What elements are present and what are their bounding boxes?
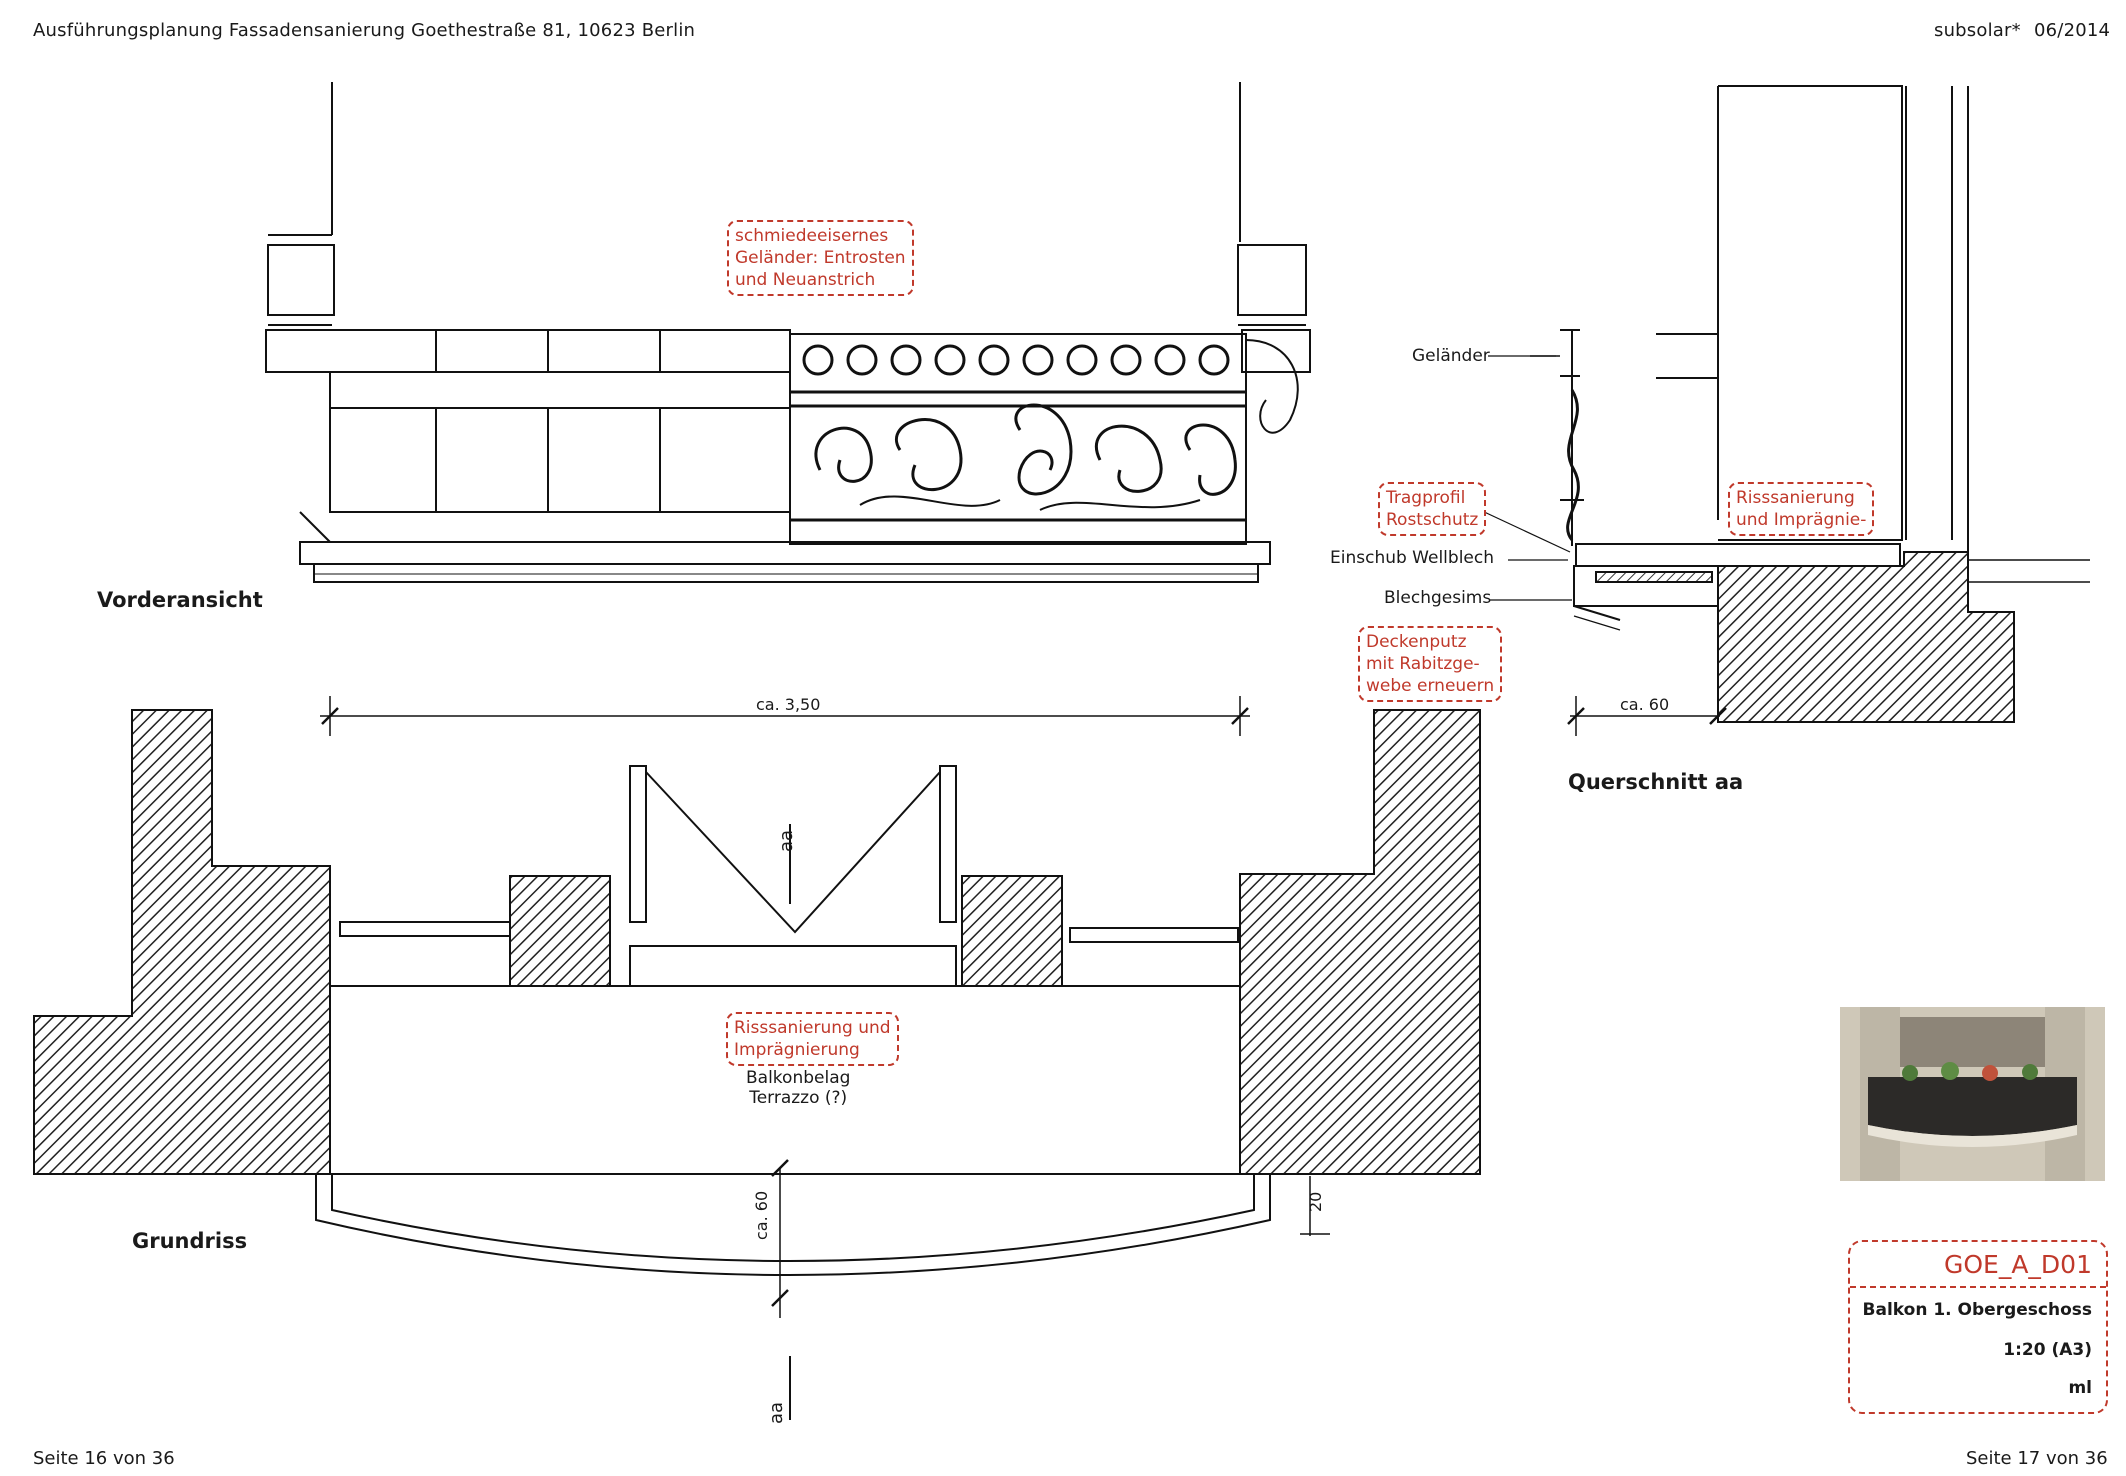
dimension-width-text: ca. 3,50 bbox=[756, 695, 821, 714]
note-railing-line-2: Geländer: Entrosten bbox=[735, 248, 906, 268]
drawing-name: Balkon 1. Obergeschoss bbox=[1862, 1300, 2092, 1320]
note-profile: Tragprofil Rostschutz bbox=[1378, 482, 1487, 536]
note-railing: schmiedeeisernes Geländer: Entrosten und… bbox=[727, 220, 914, 296]
view-title-section: Querschnitt aa bbox=[1568, 770, 1744, 794]
drawing-author: ml bbox=[2068, 1378, 2092, 1398]
note-crack-section-line-2: und Imprägnie- bbox=[1736, 510, 1867, 530]
footer-left-page: Seite 16 von 36 bbox=[33, 1448, 175, 1469]
label-einschub: Einschub Wellblech bbox=[1330, 548, 1494, 568]
note-railing-line-1: schmiedeeisernes bbox=[735, 226, 889, 246]
label-blechgesims: Blechgesims bbox=[1384, 588, 1492, 608]
note-ceiling: Deckenputz mit Rabitzge- webe erneuern bbox=[1358, 626, 1503, 702]
header-title: Ausführungsplanung Fassadensanierung Goe… bbox=[33, 20, 696, 41]
title-block-divider bbox=[1850, 1286, 2106, 1288]
label-balkonbelag: Balkonbelag Terrazzo (?) bbox=[746, 1068, 850, 1108]
section-view bbox=[1479, 85, 2090, 736]
note-crack-section-line-1: Risssanierung bbox=[1736, 488, 1855, 508]
view-title-plan: Grundriss bbox=[132, 1229, 248, 1253]
title-block: GOE_A_D01 Balkon 1. Obergeschoss 1:20 (A… bbox=[1848, 1240, 2108, 1414]
front-view bbox=[265, 82, 1311, 583]
label-balkonbelag-line-1: Balkonbelag bbox=[746, 1068, 851, 1088]
header-office: subsolar* bbox=[1934, 20, 2021, 41]
balcony-photo bbox=[1840, 1007, 2105, 1181]
note-crack-plan: Risssanierung und Imprägnierung bbox=[726, 1012, 899, 1066]
label-balkonbelag-line-2: Terrazzo (?) bbox=[749, 1088, 848, 1108]
balcony-photo-drawing bbox=[1840, 1007, 2105, 1181]
note-ceiling-line-2: mit Rabitzge- bbox=[1366, 654, 1480, 674]
note-ceiling-line-1: Deckenputz bbox=[1366, 632, 1467, 652]
note-crack-plan-line-1: Risssanierung und bbox=[734, 1018, 891, 1038]
section-mark-bottom: aa bbox=[766, 1401, 787, 1424]
note-profile-line-1: Tragprofil bbox=[1386, 488, 1466, 508]
drawing-code: GOE_A_D01 bbox=[1943, 1250, 2092, 1279]
note-railing-line-3: und Neuanstrich bbox=[735, 270, 876, 290]
view-title-front: Vorderansicht bbox=[97, 588, 263, 612]
dimension-depth-plan-text: ca. 60 bbox=[752, 1190, 771, 1240]
dimension-width bbox=[320, 696, 1250, 736]
section-line-aa bbox=[771, 824, 1330, 1420]
drawing-scale: 1:20 (A3) bbox=[2003, 1340, 2092, 1360]
note-crack-plan-line-2: Imprägnierung bbox=[734, 1040, 860, 1060]
footer-right-page: Seite 17 von 36 bbox=[1966, 1448, 2108, 1469]
header-date: 06/2014 bbox=[2034, 20, 2111, 41]
dimension-offset-text: 20 bbox=[1306, 1191, 1325, 1212]
dimension-depth-section-text: ca. 60 bbox=[1620, 695, 1670, 714]
note-profile-line-2: Rostschutz bbox=[1386, 510, 1479, 530]
label-gelaender: Geländer bbox=[1412, 346, 1490, 366]
note-ceiling-line-3: webe erneuern bbox=[1366, 676, 1495, 696]
plan-view bbox=[33, 709, 1481, 1276]
railing-ornament bbox=[789, 333, 1299, 545]
note-crack-section: Risssanierung und Imprägnie- bbox=[1728, 482, 1875, 536]
section-mark-top: aa bbox=[776, 829, 797, 852]
